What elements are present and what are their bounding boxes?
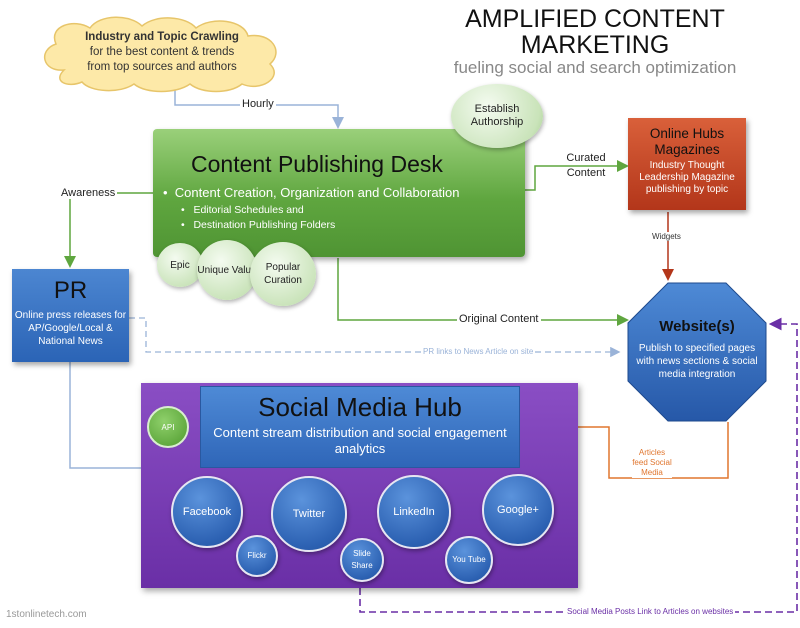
label-hourly: Hourly	[240, 98, 276, 110]
title-line-1: AMPLIFIED CONTENT	[465, 5, 725, 33]
online-hubs-box: Online Hubs Magazines Industry Thought L…	[628, 118, 746, 210]
desk-bullet-1-text: Content Creation, Organization and Colla…	[174, 185, 460, 200]
desk-bullet-3-text: Destination Publishing Folders	[193, 219, 336, 231]
octagon-shape	[627, 282, 767, 422]
pr-box: PR Online press releases for AP/Google/L…	[12, 269, 129, 362]
footer-credit: 1stonlinetech.com	[6, 609, 87, 620]
api-circle: API	[147, 406, 189, 448]
google-plus-circle: Google+	[482, 474, 554, 546]
label-curated: Curated Content	[566, 152, 606, 179]
website-desc: Publish to specified pages with news sec…	[636, 343, 758, 380]
crawl-line-2: from top sources and authors	[87, 61, 237, 73]
crawling-cloud: Industry and Topic Crawling for the best…	[48, 20, 276, 86]
website-octagon: Website(s) Publish to specified pages wi…	[627, 282, 767, 422]
linkedin-circle: LinkedIn	[377, 475, 451, 549]
subtitle: fueling social and search optimization	[453, 58, 737, 77]
facebook-circle: Facebook	[171, 476, 243, 548]
hubs-desc: Industry Thought Leadership Magazine pub…	[639, 160, 735, 195]
content-publishing-desk: Content Publishing Desk • Content Creati…	[153, 129, 525, 257]
hub-title: Social Media Hub	[258, 392, 462, 422]
main-title: AMPLIFIED CONTENT MARKETING	[400, 6, 790, 58]
popular-curation-bubble: Popular Curation	[250, 242, 316, 306]
desk-bullet-2-text: Editorial Schedules and	[193, 204, 304, 216]
label-social-posts: Social Media Posts Link to Articles on w…	[565, 607, 736, 616]
crawl-heading: Industry and Topic Crawling	[85, 31, 239, 43]
pr-title: PR	[53, 277, 88, 304]
hub-desc: Content stream distribution and social e…	[213, 425, 507, 456]
label-original: Original Content	[457, 313, 541, 325]
flickr-circle: Flickr	[236, 535, 278, 577]
desk-bullet-2: • Editorial Schedules and	[181, 204, 304, 216]
pr-desc: Online press releases for AP/Google/Loca…	[14, 310, 127, 347]
epic-bubble: Epic	[157, 243, 203, 287]
crawl-line-1: for the best content & trends	[89, 46, 235, 58]
youtube-circle: You Tube	[445, 536, 493, 584]
desk-bullet-1: • Content Creation, Organization and Col…	[163, 185, 460, 200]
cloud-shape	[44, 16, 277, 93]
hubs-title: Online Hubs Magazines	[649, 126, 725, 157]
unique-value-bubble: Unique Value	[197, 240, 257, 300]
label-articles: Articles feed Social Media	[632, 448, 672, 478]
desk-bullet-3: • Destination Publishing Folders	[181, 219, 336, 231]
desk-title: Content Publishing Desk	[191, 151, 443, 177]
slideshare-circle: Slide Share	[340, 538, 384, 582]
label-prlinks: PR links to News Article on site	[421, 347, 536, 356]
label-widgets: Widgets	[652, 232, 681, 241]
title-line-2: MARKETING	[520, 31, 670, 59]
website-title: Website(s)	[659, 318, 735, 335]
hub-title-box: Social Media Hub Content stream distribu…	[200, 386, 520, 468]
authorship-bubble: Establish Authorship	[451, 84, 543, 148]
twitter-circle: Twitter	[271, 476, 347, 552]
label-awareness: Awareness	[59, 187, 118, 199]
